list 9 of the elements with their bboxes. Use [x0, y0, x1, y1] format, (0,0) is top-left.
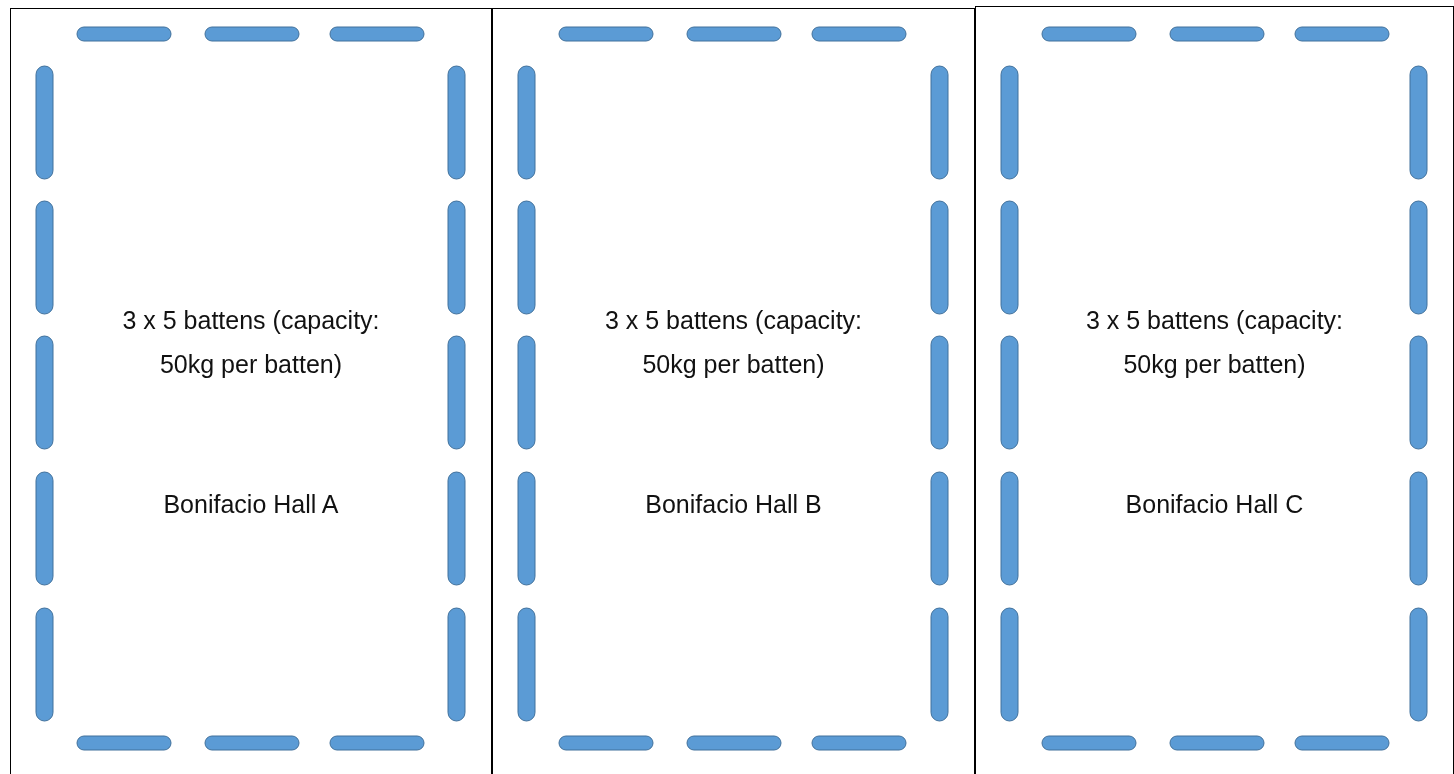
hall-outline [10, 8, 492, 774]
hall-name: Bonifacio Hall B [645, 490, 822, 519]
hall-outline [975, 6, 1454, 774]
caption-text: 3 x 5 battens (capacity: 50kg per batten) [121, 305, 381, 380]
hall-outline [492, 8, 975, 774]
caption-text: 3 x 5 battens (capacity: 50kg per batten) [1084, 305, 1345, 380]
caption-text: 3 x 5 battens (capacity: 50kg per batten) [603, 305, 864, 380]
hall-name: Bonifacio Hall C [1125, 490, 1304, 519]
hall-name: Bonifacio Hall A [163, 490, 339, 519]
